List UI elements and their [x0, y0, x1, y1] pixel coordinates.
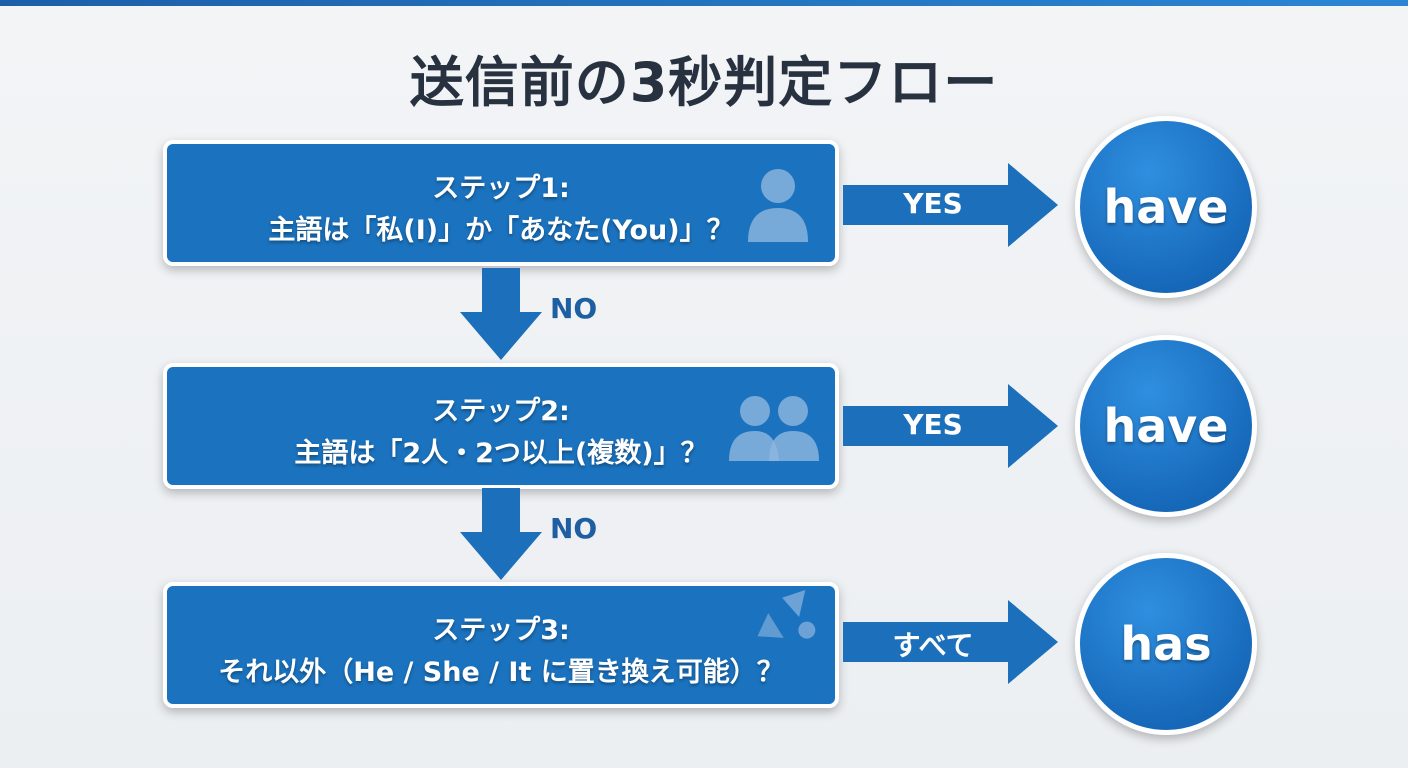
- step-3-label: ステップ3:: [432, 615, 570, 646]
- step-1-question: 主語は「私(I)」か「あなた(You)」？: [268, 215, 734, 246]
- result-circle-2: have: [1075, 335, 1257, 517]
- people-icon: [729, 396, 819, 461]
- step-1-box: ステップ1: 主語は「私(I)」か「あなた(You)」？: [163, 140, 839, 266]
- shapes-icon: [757, 590, 816, 639]
- step-2-box: ステップ2: 主語は「2人・2つ以上(複数)」？: [163, 363, 839, 489]
- result-circle-3: has: [1075, 553, 1257, 735]
- result-circle-1: have: [1075, 116, 1257, 298]
- no-label-1: NO: [550, 292, 598, 325]
- page-title: 送信前の3秒判定フロー: [409, 51, 999, 114]
- step-1-label: ステップ1:: [432, 173, 570, 204]
- no-label-2: NO: [550, 512, 598, 545]
- step-2-label: ステップ2:: [432, 396, 570, 427]
- no-arrow-2: [460, 488, 542, 580]
- all-arrow-3: [843, 600, 1058, 684]
- step-3-box: ステップ3: それ以外（He / She / It に置き換え可能）？: [163, 582, 839, 708]
- yes-arrow-2: [843, 384, 1058, 468]
- step-3-question: それ以外（He / She / It に置き換え可能）？: [218, 657, 784, 688]
- person-icon: [748, 169, 808, 242]
- top-accent-bar: [0, 0, 1408, 6]
- step-2-question: 主語は「2人・2つ以上(複数)」？: [294, 438, 708, 469]
- yes-label-1: YES: [903, 187, 963, 220]
- no-arrow-1: [460, 268, 542, 360]
- yes-label-2: YES: [903, 408, 963, 441]
- yes-arrow-1: [843, 163, 1058, 247]
- all-label-3: すべて: [892, 629, 974, 662]
